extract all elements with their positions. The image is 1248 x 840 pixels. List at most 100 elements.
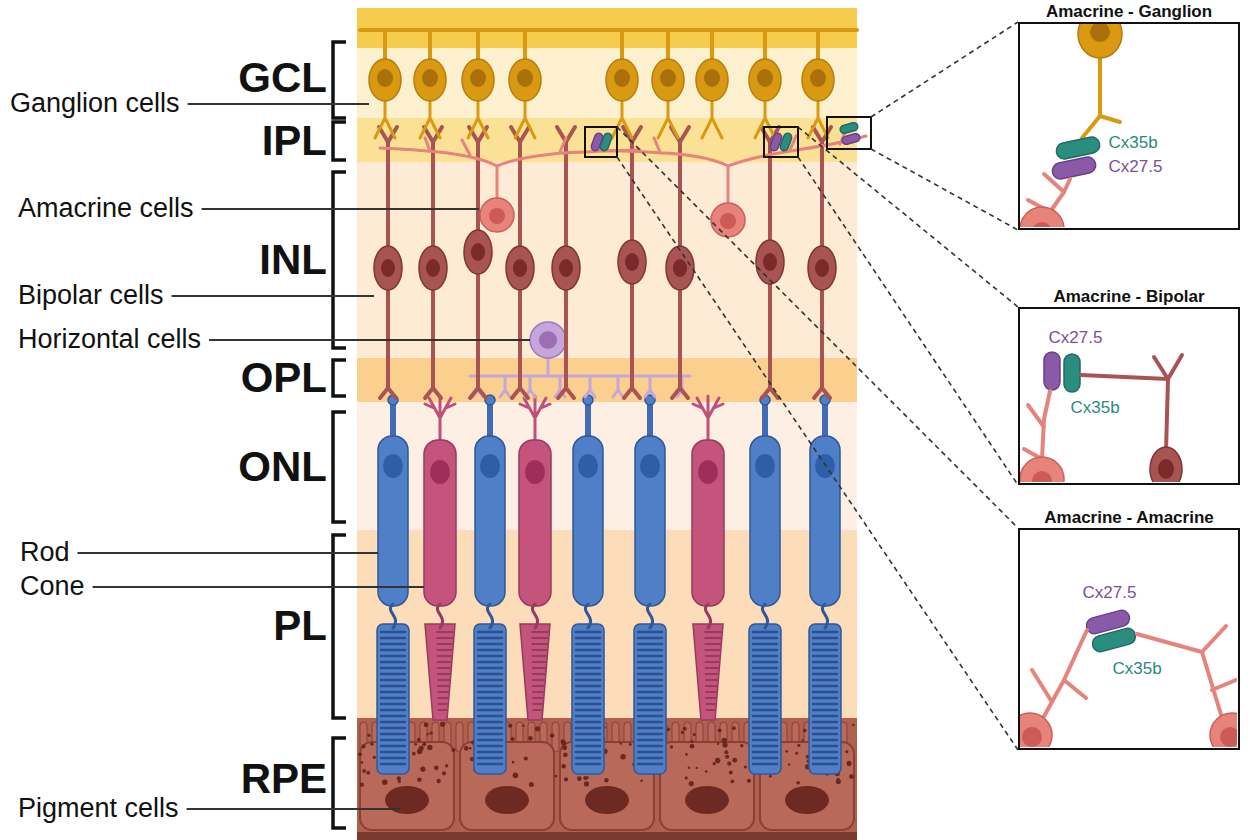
rod-disc: [381, 721, 405, 724]
rod-disc: [813, 655, 837, 658]
amacrine-dendrite: [1028, 174, 1070, 212]
pigment-granule: [367, 734, 370, 737]
rod-disc: [381, 709, 405, 712]
pigment-granule: [604, 778, 609, 783]
bipolar-nucleus: [513, 259, 527, 277]
rod-disc: [813, 631, 837, 634]
rod-disc: [381, 673, 405, 676]
amacrine-nucleus: [1022, 727, 1042, 747]
pigment-granule: [535, 726, 540, 731]
pigment-granule: [584, 781, 589, 786]
rod-disc: [576, 739, 600, 742]
cone-disc: [533, 709, 541, 711]
rod-disc: [478, 721, 502, 724]
pigment-granule: [361, 744, 365, 748]
cone-disc: [437, 643, 452, 645]
amacrine-nucleus: [1220, 727, 1237, 747]
rod-disc: [576, 703, 600, 706]
ganglion-cell-body: [414, 59, 446, 101]
leader-line: [93, 586, 424, 588]
cone-pedicle: [520, 396, 550, 440]
cone-cell: [692, 396, 724, 720]
cone-disc: [532, 637, 547, 639]
rod-disc: [478, 661, 502, 664]
rod-disc: [813, 637, 837, 640]
pigment-granule: [785, 750, 788, 753]
rod-disc: [478, 745, 502, 748]
pigment-granule: [562, 745, 567, 750]
pigment-cell-nucleus: [585, 786, 629, 814]
rod-disc: [381, 703, 405, 706]
pigment-cell-nucleus: [485, 786, 529, 814]
rod-disc: [381, 697, 405, 700]
pigment-granule: [445, 764, 448, 767]
ganglion-nucleus: [704, 69, 720, 87]
cone-disc: [437, 649, 451, 651]
connexin-cx35b: [1064, 354, 1080, 392]
rod-disc: [478, 757, 502, 760]
rod-disc: [813, 739, 837, 742]
rod-cell: [377, 395, 409, 774]
horizontal-cell-body: [530, 322, 566, 358]
ganglion-dendrite: [420, 100, 440, 138]
layer-label: INL: [259, 239, 327, 281]
cone-disc: [705, 631, 721, 633]
rod-disc: [478, 643, 502, 646]
ganglion-axon: [763, 30, 767, 62]
cone-disc: [705, 643, 720, 645]
rod-disc: [381, 739, 405, 742]
cone-disc: [532, 643, 547, 645]
pigment-granule: [529, 782, 534, 787]
amacrine-cell-body: [480, 198, 514, 232]
zoom-line: [798, 157, 1018, 485]
pigment-granule: [422, 742, 426, 746]
rod-disc: [576, 685, 600, 688]
ganglion-axon: [383, 30, 387, 62]
ganglion-cell-body: [1078, 24, 1122, 58]
rod-disc: [753, 655, 777, 658]
bipolar-axon: [557, 127, 575, 246]
leader-line: [78, 552, 378, 554]
cone-disc: [533, 661, 546, 663]
rod-disc: [813, 715, 837, 718]
rod-disc: [478, 655, 502, 658]
rod-disc: [381, 667, 405, 670]
rod-cell: [809, 395, 841, 774]
rod-disc: [478, 703, 502, 706]
pigment-granule: [690, 740, 693, 743]
rod-disc: [576, 649, 600, 652]
rod-disc: [813, 721, 837, 724]
rod-disc: [753, 763, 777, 766]
cone-nucleus: [525, 460, 545, 484]
bipolar-cell-body: [1150, 447, 1182, 482]
amacrine-cell-body: [711, 203, 745, 237]
rod-disc: [638, 733, 662, 736]
rod-disc: [381, 763, 405, 766]
rod-disc: [381, 661, 405, 664]
rod-disc: [753, 745, 777, 748]
layer-brackets: [333, 42, 346, 828]
cone-disc: [706, 685, 716, 687]
rod-disc: [638, 739, 662, 742]
amacrine-cell-body: [1020, 713, 1052, 747]
connexin-mark: [599, 132, 613, 152]
rod-disc: [753, 703, 777, 706]
rod-disc: [478, 763, 502, 766]
bipolar-nucleus: [673, 259, 687, 277]
rod-disc: [478, 709, 502, 712]
bipolar-nucleus: [471, 243, 485, 261]
callout-frame: [1018, 22, 1240, 230]
rod-disc: [638, 685, 662, 688]
pigment-cell-nucleus: [785, 786, 829, 814]
cone-disc: [706, 703, 715, 705]
bipolar-cell-body: [756, 240, 784, 284]
rod-cilium: [487, 604, 492, 628]
rod-disc: [753, 685, 777, 688]
rod-disc: [576, 691, 600, 694]
ganglion-cell-body: [749, 59, 781, 101]
pigment-granule: [693, 733, 696, 736]
pigment-granule: [685, 776, 688, 779]
callout-box: Amacrine - AmacrineCx27.5Cx35b: [1018, 508, 1240, 750]
rod-disc: [576, 655, 600, 658]
rod-disc: [638, 637, 662, 640]
